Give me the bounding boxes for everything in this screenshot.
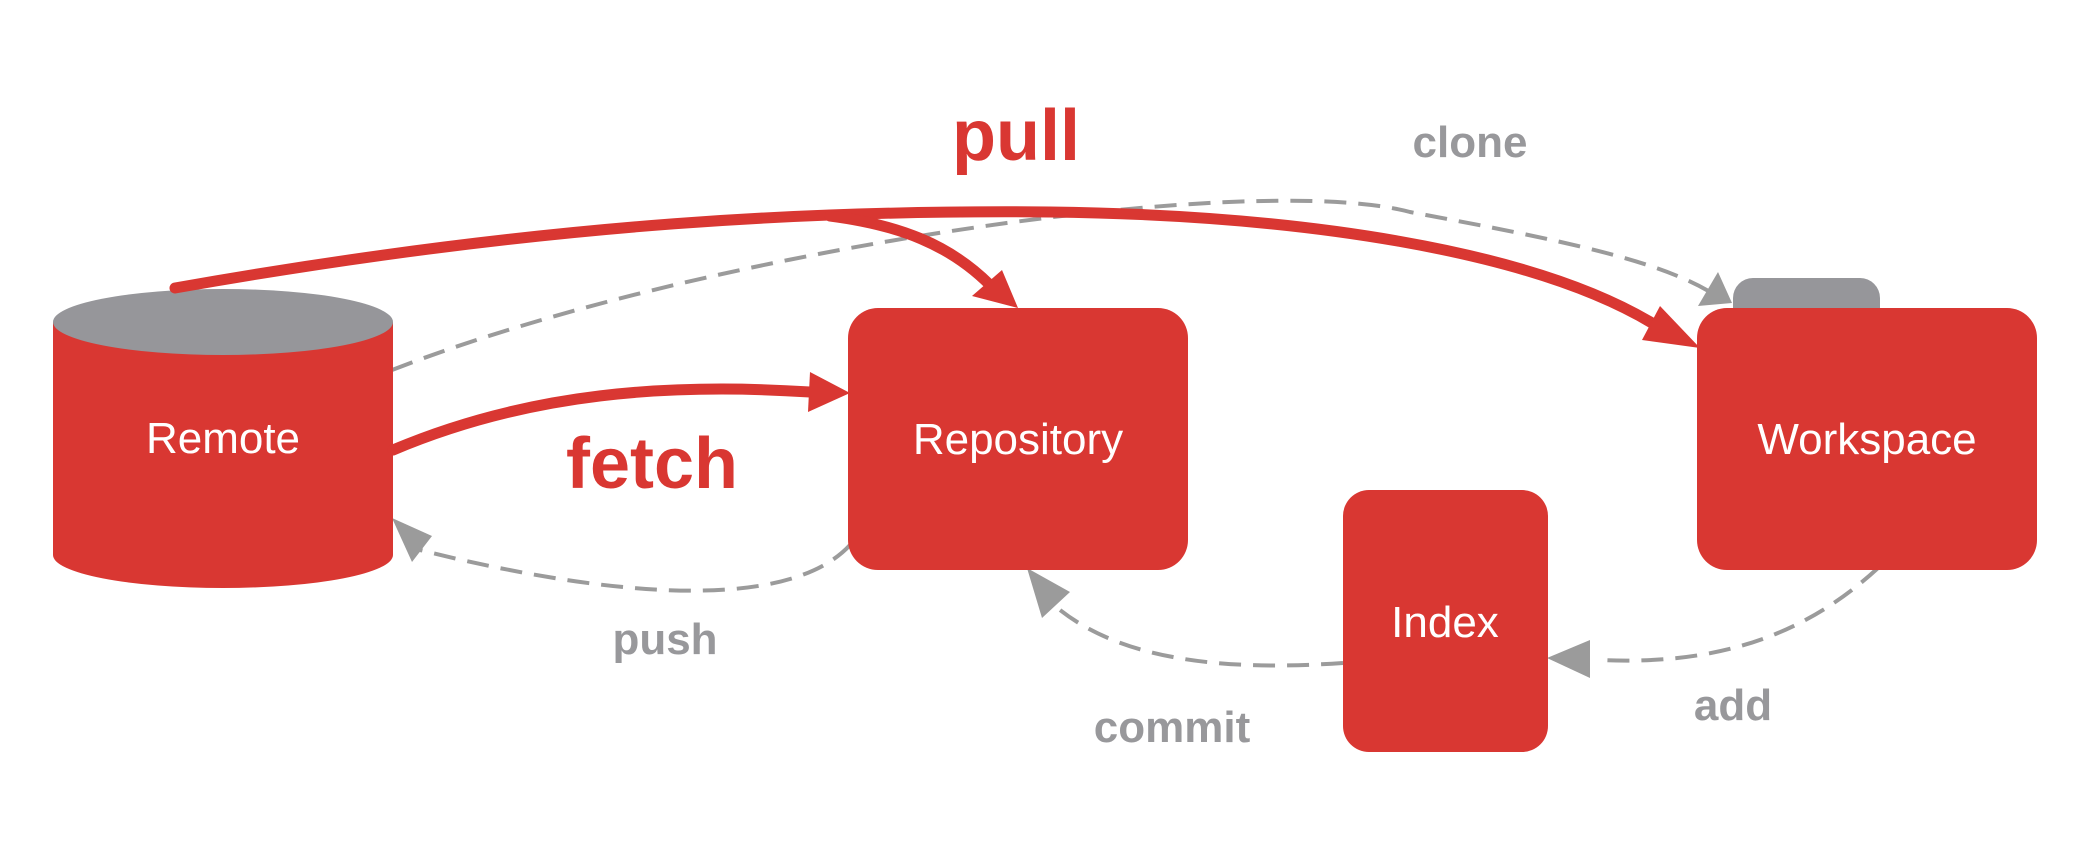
- push-arrow: [419, 543, 852, 593]
- remote-node: Remote: [53, 289, 393, 588]
- remote-cylinder-body: [53, 322, 393, 588]
- add-arrowhead: [1547, 640, 1590, 678]
- add-arrow: [1599, 566, 1880, 663]
- index-box: [1343, 490, 1548, 752]
- remote-cylinder-top: [53, 289, 393, 355]
- pull-arrow: [169, 206, 1658, 329]
- remote-label: Remote: [146, 414, 300, 463]
- pull-arrowhead: [1642, 306, 1700, 348]
- repository-node: Repository: [848, 308, 1188, 570]
- clone-arrowhead: [1698, 272, 1732, 306]
- commit-arrow: [1058, 608, 1344, 668]
- workspace-box: [1697, 308, 2037, 570]
- index-node: Index: [1343, 490, 1548, 752]
- push-label: push: [612, 615, 717, 664]
- push-arrowhead: [392, 518, 432, 562]
- fetch-arrow: [387, 383, 816, 456]
- repository-box: [848, 308, 1188, 570]
- clone-arrow: [391, 198, 1717, 372]
- commit-label: commit: [1094, 703, 1251, 752]
- pull-branch-arrowhead: [972, 270, 1018, 308]
- index-label: Index: [1391, 598, 1499, 647]
- repository-label: Repository: [913, 415, 1123, 464]
- fetch-label: fetch: [566, 424, 738, 504]
- workspace-node: Workspace: [1697, 278, 2037, 570]
- fetch-arrowhead: [808, 372, 850, 412]
- pull-label: pull: [952, 96, 1080, 176]
- pull-branch-arrow: [824, 210, 996, 291]
- add-label: add: [1694, 681, 1772, 730]
- commit-arrowhead: [1027, 568, 1070, 618]
- workspace-label: Workspace: [1757, 415, 1976, 464]
- clone-label: clone: [1413, 118, 1528, 167]
